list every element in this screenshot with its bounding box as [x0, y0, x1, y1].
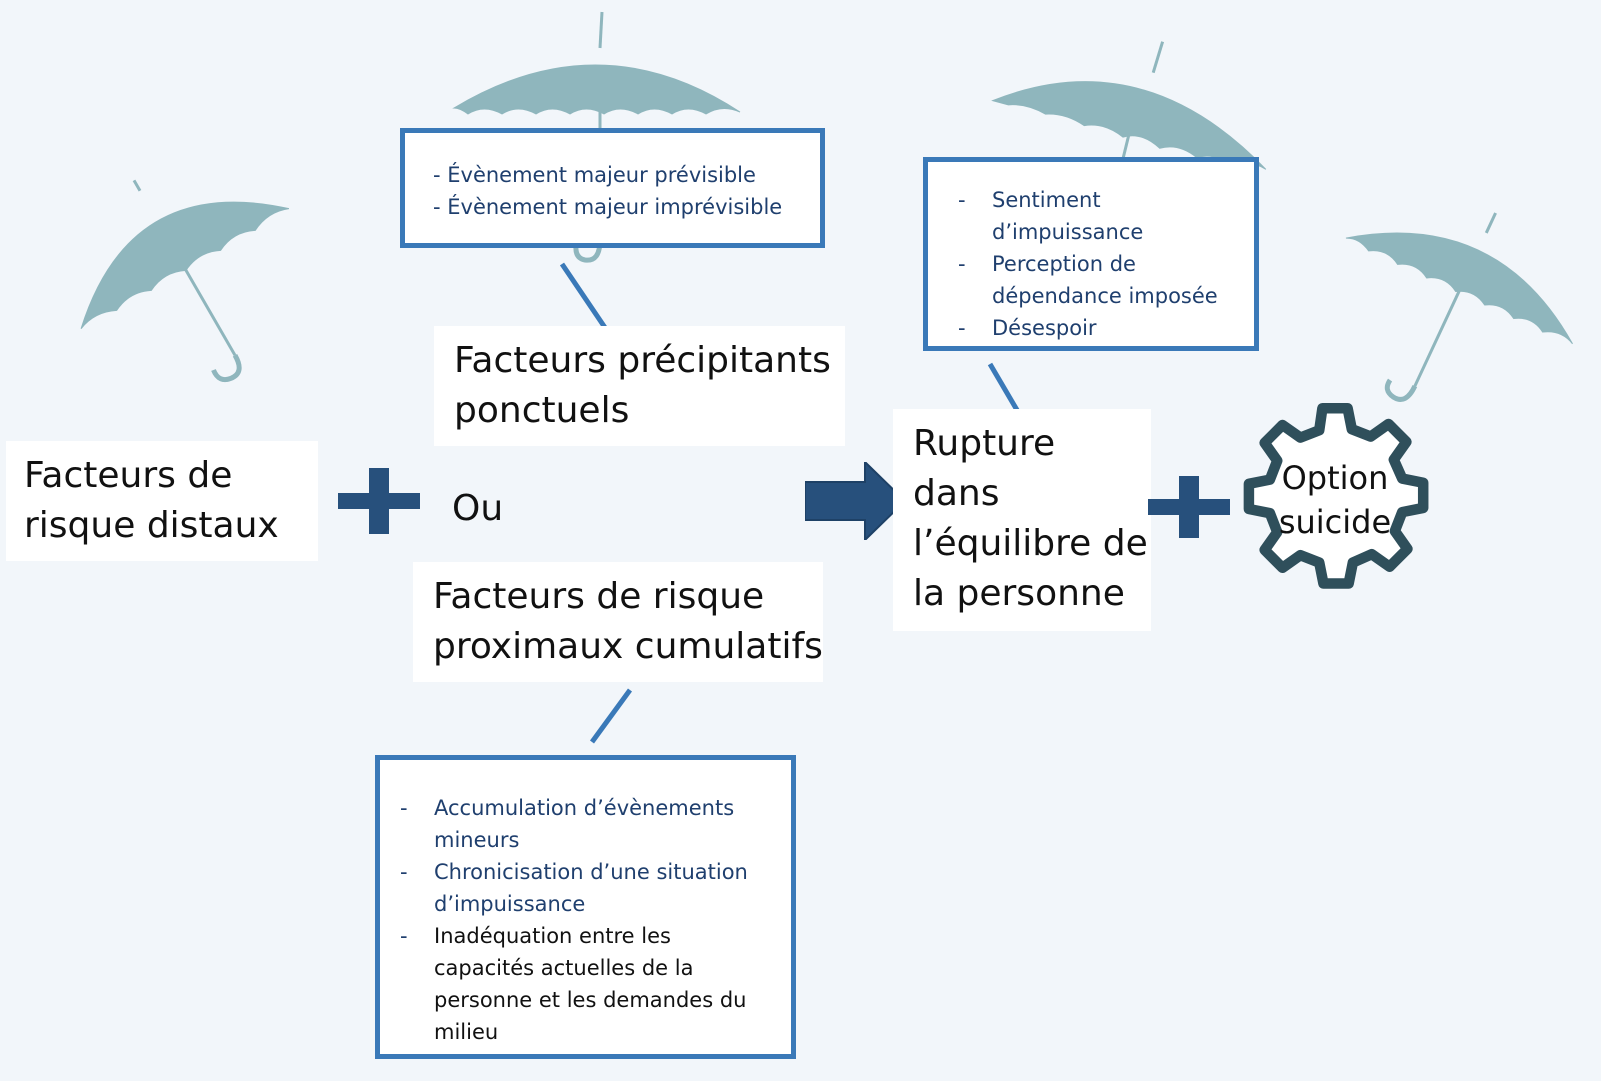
umbrella-icon — [1345, 212, 1573, 402]
detail-item: Chronicisation d’une situation d’impuiss… — [400, 856, 771, 920]
detail-item: Désespoir — [958, 312, 1234, 344]
detail-item: Inadéquation entre les capacités actuell… — [400, 920, 771, 1048]
plus-icon — [338, 468, 420, 534]
distal-factors-box: Facteurs de risque distaux — [6, 441, 318, 561]
precipitant-details-box: - Évènement majeur prévisible - Évènemen… — [400, 128, 825, 248]
option-suicide-label: Option suicide — [1278, 459, 1392, 541]
proximal-box: Facteurs de risque proximaux cumulatifs — [413, 562, 823, 682]
rupture-box: Rupture dans l’équilibre de la personne — [893, 409, 1151, 631]
proximal-details-box: Accumulation d’évènements mineurs Chroni… — [375, 755, 796, 1059]
umbrella-icon — [80, 179, 290, 383]
detail-item: - Évènement majeur prévisible — [433, 163, 756, 187]
detail-item: Perception de dépendance imposée — [958, 248, 1234, 312]
gear-icon — [1243, 402, 1429, 589]
connector-proximal — [589, 688, 633, 744]
arrow-right-icon — [805, 462, 907, 540]
detail-item: - Évènement majeur imprévisible — [433, 195, 783, 219]
precipitants-box: Facteurs précipitants ponctuels — [434, 326, 845, 446]
detail-item: Sentiment d’impuissance — [958, 184, 1234, 248]
or-label: Ou — [452, 488, 504, 529]
detail-item: Accumulation d’évènements mineurs — [400, 792, 771, 856]
rupture-details-box: Sentiment d’impuissance Perception de dé… — [923, 157, 1259, 351]
plus-icon — [1148, 476, 1230, 538]
